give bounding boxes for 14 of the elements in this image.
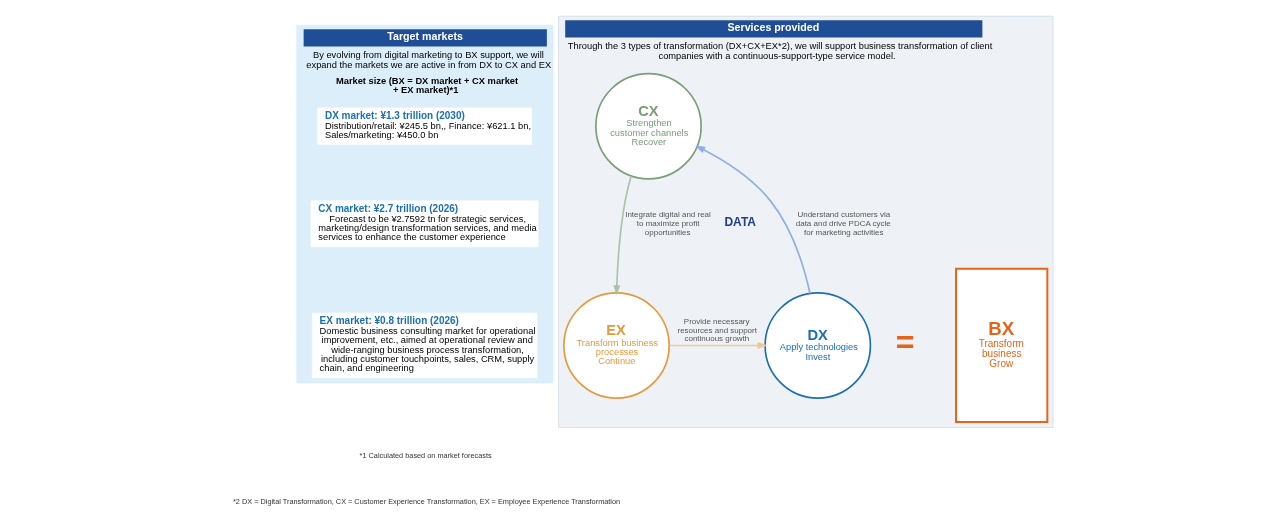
label: =: [895, 323, 914, 360]
arrow: [694, 145, 811, 295]
node-box: CX market: ¥2.7 trillion (2026) Forecast to be ¥2.7592 tn for strategic services, marketing/design transformation services, and media services to enhance the customer experience: [310, 200, 539, 248]
label: *1 Calculated based on market forecasts: [359, 450, 492, 460]
node-box: DX market: ¥1.3 trillion (2030) Distribution/retail: ¥245.5 bn,, Finance: ¥621.1 bn, Sales/marketing: ¥450.0 bn: [316, 107, 532, 145]
node-box: BX Transform business Grow: [954, 267, 1048, 424]
label: DATA: [723, 215, 756, 230]
label: *2 DX = Digital Transformation, CX = Customer Experience Transformation, EX = Employee Experience Transformation: [232, 496, 620, 506]
node-circle: CX Strengthen customer channels Recover: [594, 72, 702, 180]
arrow: [612, 175, 632, 296]
node-circle: EX Transform business processes Continue: [562, 292, 670, 399]
arrow: [668, 341, 768, 349]
node-circle: DX Apply technologies Invest: [763, 292, 871, 399]
node-box: EX market: ¥0.8 trillion (2026) Domestic business consulting market for operational improvement, etc., aimed at operational review and wide-ranging business process transformation, including customer touchpoints, sales, CRM, supply chain, and engineering: [311, 312, 537, 379]
